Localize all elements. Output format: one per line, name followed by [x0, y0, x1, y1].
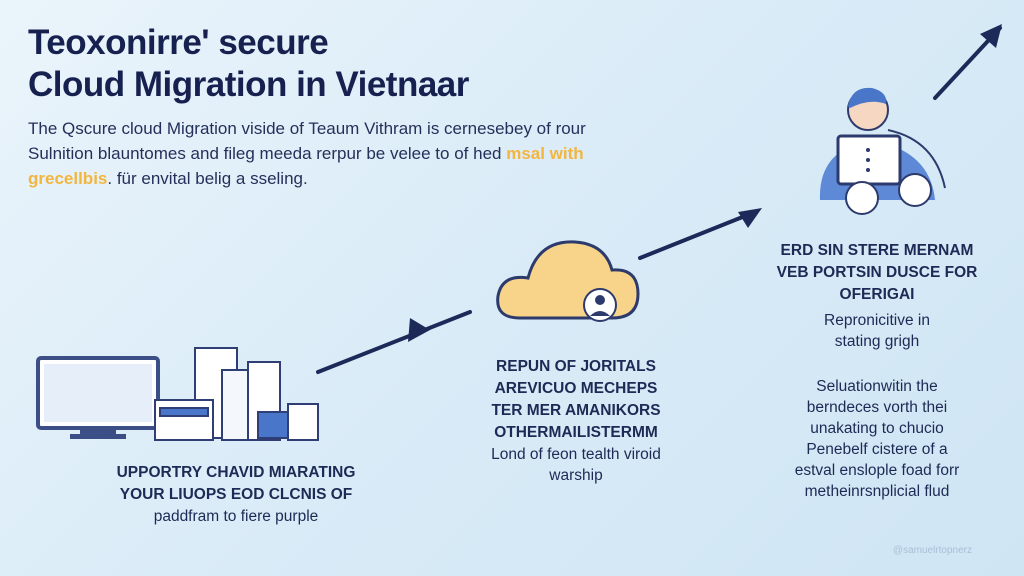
monitor-icon — [36, 356, 160, 439]
title-line-2: Cloud Migration in Vietnaar — [28, 65, 469, 104]
step-1-desc: paddfram to fiere purple — [153, 508, 319, 525]
intro-text-end: . für envital belig a sseling. — [107, 169, 308, 188]
step-3-desc: Repronicitive in stating grigh — [824, 312, 930, 350]
intro-highlight: msal with grecellbis — [28, 144, 584, 188]
step-2-caption: REPUN OF JORITALS AREVICUO MECHEPS TER M… — [478, 356, 674, 486]
person-laptop-icon — [819, 87, 946, 215]
intro-text: The Qscure cloud Migration viside of Tea… — [28, 119, 586, 163]
arrowhead-2 — [738, 208, 762, 228]
step-3-caption: ERD SIN STERE MERNAM VEB PORTSIN DUSCE F… — [772, 240, 982, 502]
watermark: @samuelrtopnerz — [892, 545, 972, 556]
arrow-1 — [316, 310, 472, 374]
arrowhead-3 — [980, 24, 1002, 48]
servers-icon — [154, 347, 319, 441]
title-line-1: Teoxonirre' secure — [28, 23, 329, 62]
step-3-detail: Seluationwitin the berndeces vorth thei … — [794, 378, 960, 500]
step-2-title: REPUN OF JORITALS AREVICUO MECHEPS TER M… — [491, 358, 661, 441]
step-1-title: UPPORTRY CHAVID MIARATING YOUR LIUOPS EO… — [116, 464, 356, 503]
step-3-title: ERD SIN STERE MERNAM VEB PORTSIN DUSCE F… — [776, 242, 978, 303]
arrowhead-1 — [408, 318, 430, 342]
cloud-icon — [496, 240, 640, 322]
step-2-desc: Lond of feon tealth viroid warship — [491, 446, 661, 484]
arrow-2 — [638, 210, 757, 260]
step-1-caption: UPPORTRY CHAVID MIARATING YOUR LIUOPS EO… — [98, 462, 374, 527]
intro-paragraph: The Qscure cloud Migration viside of Tea… — [28, 116, 588, 191]
